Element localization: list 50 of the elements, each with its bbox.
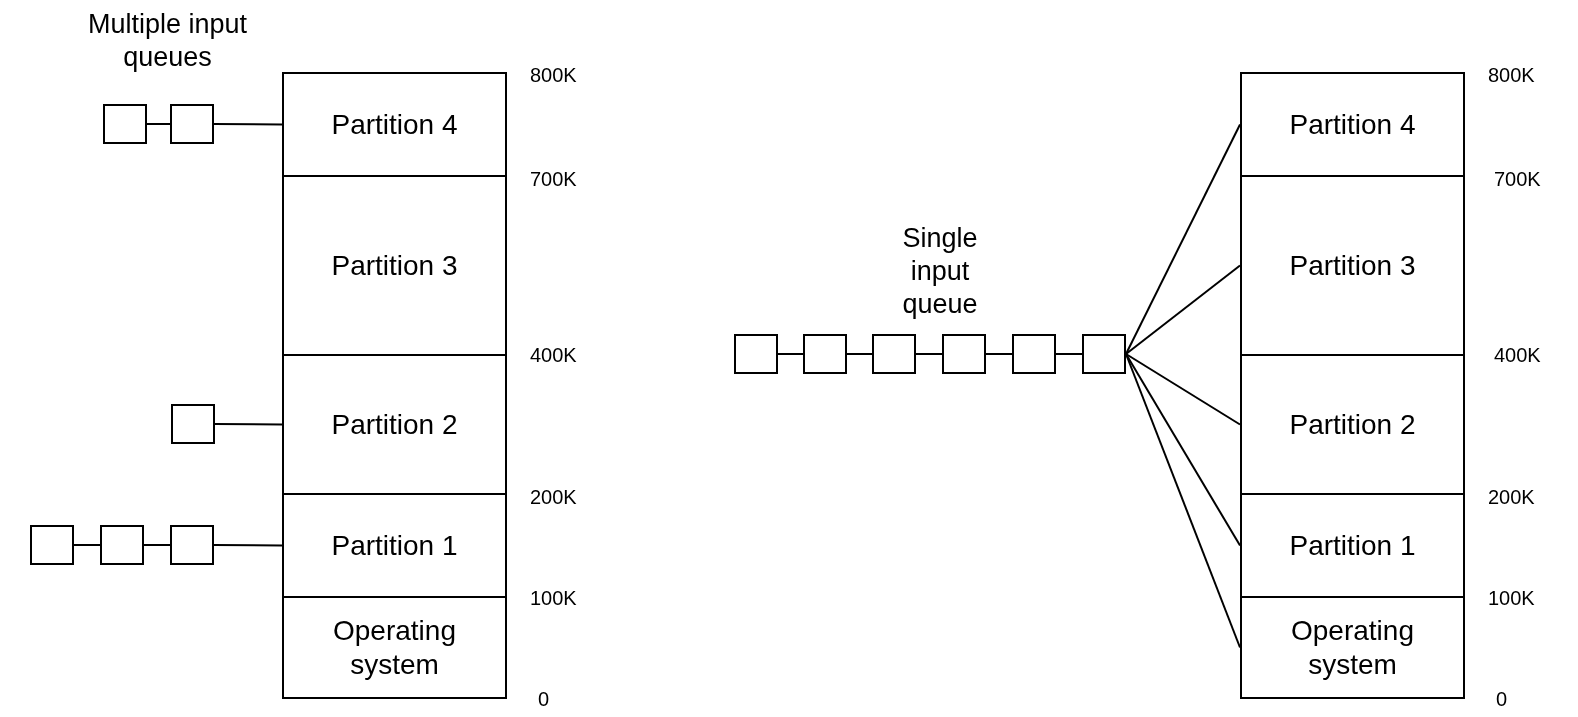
queue-caption: Multiple input queues (86, 8, 249, 74)
queue-slot-box (1082, 334, 1126, 374)
address-label: 800K (1488, 64, 1535, 87)
queue-slot-box (103, 104, 147, 144)
queue-slot-box (872, 334, 916, 374)
partition-box: Partition 4 (282, 72, 507, 177)
address-label: 0 (538, 688, 550, 711)
address-label: 100K (530, 587, 577, 610)
queue-slot-box (1012, 334, 1056, 374)
connector-line (1055, 353, 1083, 355)
partition-box: Operating system (282, 596, 507, 699)
address-label: 700K (530, 168, 577, 191)
connector-line (73, 544, 101, 546)
connector-line (1125, 264, 1241, 355)
connector-line (915, 353, 943, 355)
queue-slot-box (171, 404, 215, 444)
connector-line (1125, 353, 1241, 426)
partition-box: Partition 2 (1240, 354, 1465, 495)
partition-box: Partition 4 (1240, 72, 1465, 177)
address-label: 200K (530, 486, 577, 509)
connector-line (777, 353, 804, 355)
partition-box: Partition 3 (282, 175, 507, 356)
address-label: 100K (1488, 587, 1535, 610)
connector-line (213, 544, 283, 547)
address-label: 400K (530, 344, 577, 367)
connector-line (143, 544, 171, 546)
partition-box: Operating system (1240, 596, 1465, 699)
connector-line (985, 353, 1013, 355)
queue-slot-box (803, 334, 847, 374)
connector-line (1125, 353, 1241, 547)
queue-slot-box (942, 334, 986, 374)
partition-box: Partition 3 (1240, 175, 1465, 356)
queue-slot-box (30, 525, 74, 565)
address-label: 700K (1494, 168, 1541, 191)
partition-box: Partition 1 (282, 493, 507, 598)
queue-slot-box (734, 334, 778, 374)
address-label: 0 (1496, 688, 1508, 711)
address-label: 800K (530, 64, 577, 87)
partition-box: Partition 2 (282, 354, 507, 495)
queue-slot-box (170, 104, 214, 144)
queue-slot-box (170, 525, 214, 565)
queue-caption: Single input queue (901, 222, 979, 321)
address-label: 200K (1488, 486, 1535, 509)
connector-line (146, 123, 171, 125)
connector-line (213, 123, 283, 126)
address-label: 400K (1494, 344, 1541, 367)
queue-slot-box (100, 525, 144, 565)
partition-box: Partition 1 (1240, 493, 1465, 598)
connector-line (846, 353, 873, 355)
connector-line (214, 423, 283, 426)
